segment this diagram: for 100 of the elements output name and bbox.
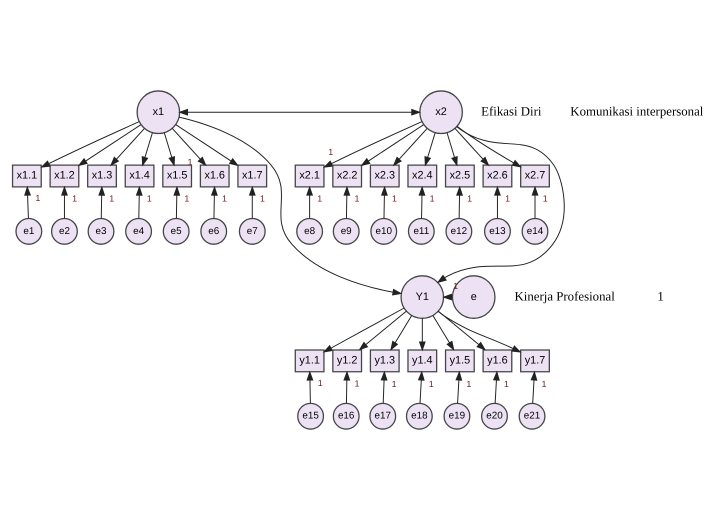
- edge-label: 1: [354, 193, 360, 204]
- arrow: [418, 318, 426, 351]
- node-circle: e7: [238, 217, 266, 244]
- arrow: [438, 310, 522, 352]
- arrow: [136, 185, 143, 218]
- node-circle: e14: [522, 217, 548, 244]
- node-circle: e9: [332, 217, 360, 244]
- arrow: [380, 370, 388, 404]
- node-circle: e18: [406, 402, 433, 430]
- edge-label: 1: [392, 378, 397, 388]
- node-box: x1.5: [162, 164, 192, 187]
- node-circle: e17: [369, 402, 396, 430]
- arrow: [24, 185, 32, 218]
- label: Komunikasi interpersonal: [570, 104, 704, 118]
- edge-label: 1: [467, 193, 472, 204]
- arrow: [392, 127, 428, 166]
- arrow: [322, 307, 404, 352]
- arrow: [343, 185, 350, 218]
- arrow: [530, 370, 538, 404]
- node-box: x1.4: [124, 164, 155, 187]
- node-circle: e11: [408, 217, 435, 244]
- edge-label: 1: [222, 193, 227, 204]
- node-box: x1.3: [87, 164, 117, 187]
- arrow: [110, 127, 145, 166]
- node-circle: e3: [88, 217, 115, 244]
- node-box: y1.3: [370, 348, 400, 372]
- arrow: [492, 370, 500, 404]
- node-box: x1.2: [49, 164, 80, 187]
- node-circle: e21: [518, 402, 546, 430]
- edge-label: 1: [72, 193, 78, 204]
- edge-label: 1: [428, 378, 434, 388]
- node-circle: e12: [445, 217, 472, 244]
- arrow: [358, 310, 407, 350]
- node-box: x1.7: [237, 164, 268, 187]
- node-box: x1.1: [12, 164, 42, 187]
- node-circle: e2: [50, 217, 78, 244]
- arrow: [455, 370, 462, 404]
- arrow: [142, 132, 153, 166]
- arrow: [164, 132, 175, 166]
- edge-label: 1: [392, 193, 397, 204]
- arrow: [210, 185, 218, 218]
- edge-label: 1: [260, 193, 265, 204]
- node-circle: e6: [200, 217, 228, 244]
- node-circle: e20: [480, 402, 508, 430]
- edge-label: 1: [317, 193, 322, 204]
- label: Kinerja Profesional: [514, 288, 615, 303]
- arrow: [446, 132, 458, 166]
- edge-label: 1: [318, 378, 323, 388]
- arrow: [494, 185, 501, 218]
- node-circle: Y1: [400, 274, 444, 318]
- arrow: [424, 132, 436, 166]
- edge-label: 1: [504, 378, 509, 388]
- node-box: y1.6: [482, 348, 512, 372]
- node-circle: e15: [297, 402, 324, 430]
- node-circle: x1: [136, 90, 180, 134]
- node-circle: e13: [484, 217, 511, 244]
- arrow: [390, 314, 412, 350]
- edge-label: 1: [505, 193, 510, 204]
- node-box: y1.1: [294, 348, 325, 372]
- node-box: x2.6: [482, 164, 512, 187]
- edge-label: 1: [541, 378, 546, 388]
- arrow: [436, 126, 565, 283]
- arrow: [248, 185, 256, 218]
- node-circle: e4: [125, 217, 152, 244]
- arrow: [438, 310, 486, 350]
- node-box: x1.6: [200, 164, 230, 187]
- arrow: [78, 124, 142, 166]
- arrow: [456, 185, 463, 218]
- node-box: y1.4: [407, 348, 438, 372]
- node-box: x2.2: [332, 164, 362, 187]
- edge-label: 1: [354, 378, 360, 388]
- label: 1: [657, 288, 664, 303]
- edge-label: 1: [542, 193, 548, 204]
- arrow: [380, 185, 388, 218]
- arrow: [98, 185, 106, 218]
- node-box: x2.5: [444, 164, 475, 187]
- arrow: [456, 125, 522, 168]
- node-circle: x2: [419, 90, 463, 134]
- arrow: [418, 185, 426, 218]
- arrow: [343, 370, 350, 404]
- arrow: [360, 124, 424, 166]
- arrow: [172, 127, 207, 166]
- edge-label: 1: [146, 193, 152, 204]
- node-box: x2.4: [407, 164, 438, 187]
- arrow: [454, 127, 490, 166]
- node-box: y1.5: [444, 348, 475, 372]
- arrow: [306, 370, 314, 404]
- arrow: [432, 314, 454, 350]
- node-circle: e19: [443, 402, 470, 430]
- node-circle: e16: [332, 402, 360, 430]
- edge-label: 1: [109, 193, 114, 204]
- node-circle: e8: [296, 217, 324, 244]
- label: Efikasi Diri: [481, 104, 542, 118]
- node-circle: e1: [15, 217, 42, 244]
- node-box: x2.1: [294, 164, 325, 187]
- arrow: [178, 116, 402, 296]
- edge-label: 1: [35, 192, 40, 203]
- edge-label: 1: [328, 146, 334, 156]
- node-circle: e5: [162, 217, 190, 244]
- arrow: [306, 185, 314, 218]
